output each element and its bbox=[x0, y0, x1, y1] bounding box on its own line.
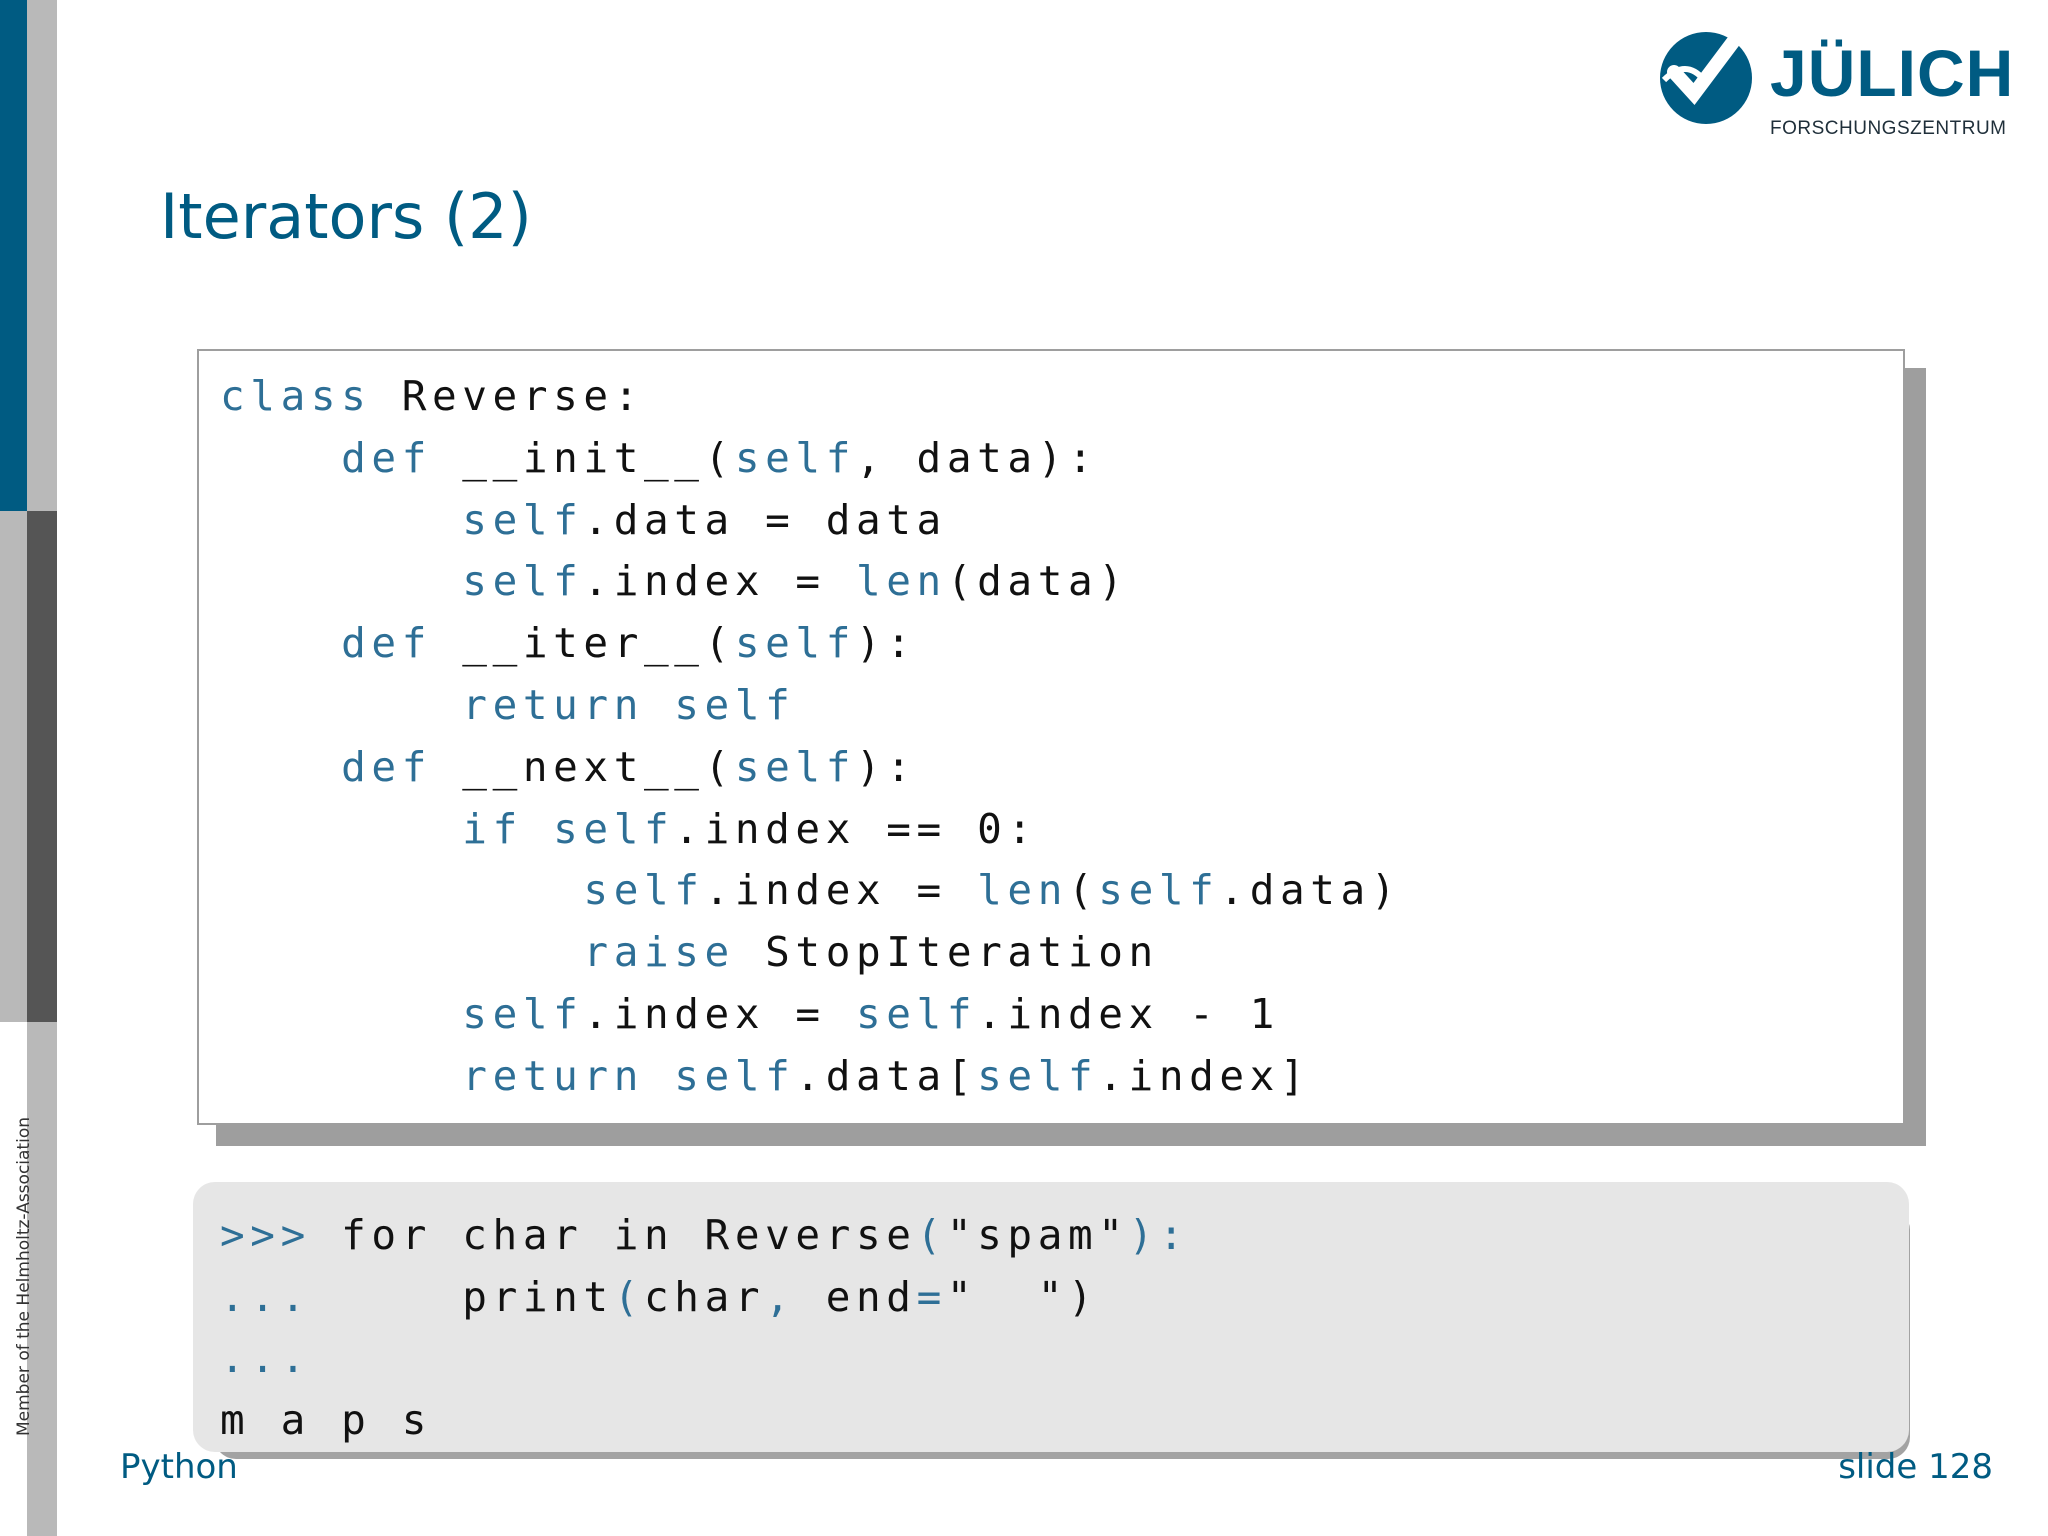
code-token: m a p s bbox=[220, 1395, 432, 1444]
code-keyword-token: self bbox=[977, 1051, 1099, 1100]
code-token bbox=[220, 928, 583, 976]
code-token: .data) bbox=[1219, 866, 1402, 915]
sidebar-dark-band bbox=[27, 511, 57, 1022]
code-token: .index = bbox=[583, 989, 856, 1038]
code-keyword-token: self bbox=[855, 989, 978, 1038]
console-box bbox=[193, 1182, 1909, 1452]
footer-slide-number: slide 128 bbox=[1838, 1447, 1993, 1487]
code-line: return self.data[self.index] bbox=[220, 1046, 1401, 1108]
code-token: ): bbox=[855, 742, 917, 791]
code-line: self.index = self.index - 1 bbox=[220, 984, 1401, 1046]
code-listing: class Reverse: def __init__(self, data):… bbox=[220, 366, 1401, 1108]
code-token bbox=[220, 990, 462, 1038]
sidebar-white-band bbox=[0, 1022, 27, 1536]
console-line: ... print(char, end=" ") bbox=[220, 1267, 1189, 1329]
code-token: (data) bbox=[946, 557, 1129, 606]
console-line: m a p s bbox=[220, 1390, 1189, 1452]
code-token: StopIteration bbox=[734, 928, 1159, 977]
logo-subtitle: FORSCHUNGSZENTRUM bbox=[1770, 118, 2007, 139]
code-keyword-token: ( bbox=[613, 1272, 644, 1321]
code-line: if self.index == 0: bbox=[220, 799, 1401, 861]
code-token: __init__( bbox=[432, 433, 735, 482]
code-token: __next__( bbox=[432, 742, 735, 791]
code-box bbox=[197, 349, 1905, 1125]
code-keyword-token: return self bbox=[462, 680, 796, 729]
code-token bbox=[220, 866, 583, 914]
code-token bbox=[220, 1052, 462, 1100]
code-token: char bbox=[644, 1272, 766, 1321]
code-keyword-token: ... bbox=[220, 1334, 311, 1382]
code-token bbox=[220, 805, 462, 853]
code-keyword-token: if self bbox=[462, 804, 675, 853]
console-line: ... bbox=[220, 1328, 1189, 1390]
code-keyword-token: self bbox=[583, 866, 705, 915]
code-keyword-token: , bbox=[765, 1272, 826, 1321]
code-keyword-token: self bbox=[734, 433, 856, 482]
code-token bbox=[220, 496, 462, 544]
code-line: raise StopIteration bbox=[220, 922, 1401, 984]
code-token: for char in Reverse bbox=[341, 1211, 917, 1259]
code-token bbox=[220, 434, 341, 482]
julich-logo: JÜLICH FORSCHUNGSZENTRUM bbox=[1656, 28, 2013, 148]
code-token: ): bbox=[855, 619, 917, 668]
code-token: .index == 0: bbox=[674, 804, 1038, 853]
code-keyword-token: ( bbox=[916, 1211, 947, 1259]
code-line: self.index = len(self.data) bbox=[220, 860, 1401, 922]
code-token: " ") bbox=[946, 1272, 1099, 1321]
sidebar-blue-band bbox=[0, 0, 27, 511]
code-token: Reverse: bbox=[371, 372, 644, 420]
code-keyword-token: self bbox=[462, 495, 584, 544]
code-keyword-token: self bbox=[734, 619, 856, 668]
code-token: ( bbox=[1067, 866, 1099, 915]
code-line: return self bbox=[220, 675, 1401, 737]
code-token bbox=[220, 743, 341, 791]
code-token bbox=[220, 681, 462, 729]
helmholtz-membership-text: Member of the Helmholtz-Association bbox=[14, 1117, 34, 1436]
code-keyword-token: self bbox=[462, 557, 584, 606]
logo-wordmark: JÜLICH bbox=[1770, 36, 2015, 110]
code-keyword-token: def bbox=[341, 433, 432, 482]
code-token: .data = data bbox=[583, 495, 947, 544]
console-line: >>> for char in Reverse("spam"): bbox=[220, 1205, 1189, 1267]
footer-course-name: Python bbox=[120, 1447, 238, 1487]
code-keyword-token: self bbox=[462, 989, 584, 1038]
code-line: def __init__(self, data): bbox=[220, 428, 1401, 490]
code-token bbox=[220, 557, 462, 605]
code-keyword-token: >>> bbox=[220, 1211, 342, 1259]
code-token: .index = bbox=[704, 866, 978, 915]
code-keyword-token: ): bbox=[1128, 1211, 1190, 1259]
julich-logo-icon bbox=[1660, 31, 1752, 124]
code-line: self.data = data bbox=[220, 490, 1401, 552]
code-line: def __iter__(self): bbox=[220, 613, 1401, 675]
code-keyword-token: def bbox=[341, 619, 432, 668]
code-keyword-token: return self bbox=[462, 1051, 796, 1100]
code-keyword-token: self bbox=[1098, 866, 1220, 915]
code-token: end bbox=[825, 1272, 917, 1321]
code-keyword-token: len bbox=[855, 557, 947, 606]
code-keyword-token: len bbox=[977, 866, 1068, 915]
code-keyword-token: = bbox=[916, 1272, 947, 1321]
code-line: def __next__(self): bbox=[220, 737, 1401, 799]
code-token: , data): bbox=[855, 433, 1099, 482]
console-session: >>> for char in Reverse("spam"):... prin… bbox=[220, 1205, 1189, 1451]
code-line: class Reverse: bbox=[220, 366, 1401, 428]
code-token: .data[ bbox=[795, 1051, 978, 1100]
code-token: .index - 1 bbox=[977, 989, 1280, 1038]
code-token: "spam" bbox=[946, 1211, 1129, 1259]
code-token: .index = bbox=[583, 557, 856, 606]
code-line: self.index = len(data) bbox=[220, 551, 1401, 613]
code-token: print bbox=[462, 1272, 614, 1321]
code-keyword-token: self bbox=[734, 742, 856, 791]
code-keyword-token: ... bbox=[220, 1272, 463, 1321]
code-keyword-token: class bbox=[220, 372, 372, 420]
slide-title: Iterators (2) bbox=[160, 180, 532, 253]
code-token bbox=[220, 619, 341, 667]
code-token: .index] bbox=[1098, 1051, 1311, 1100]
code-token: __iter__( bbox=[432, 619, 735, 668]
code-keyword-token: def bbox=[341, 742, 432, 791]
code-keyword-token: raise bbox=[583, 928, 735, 977]
